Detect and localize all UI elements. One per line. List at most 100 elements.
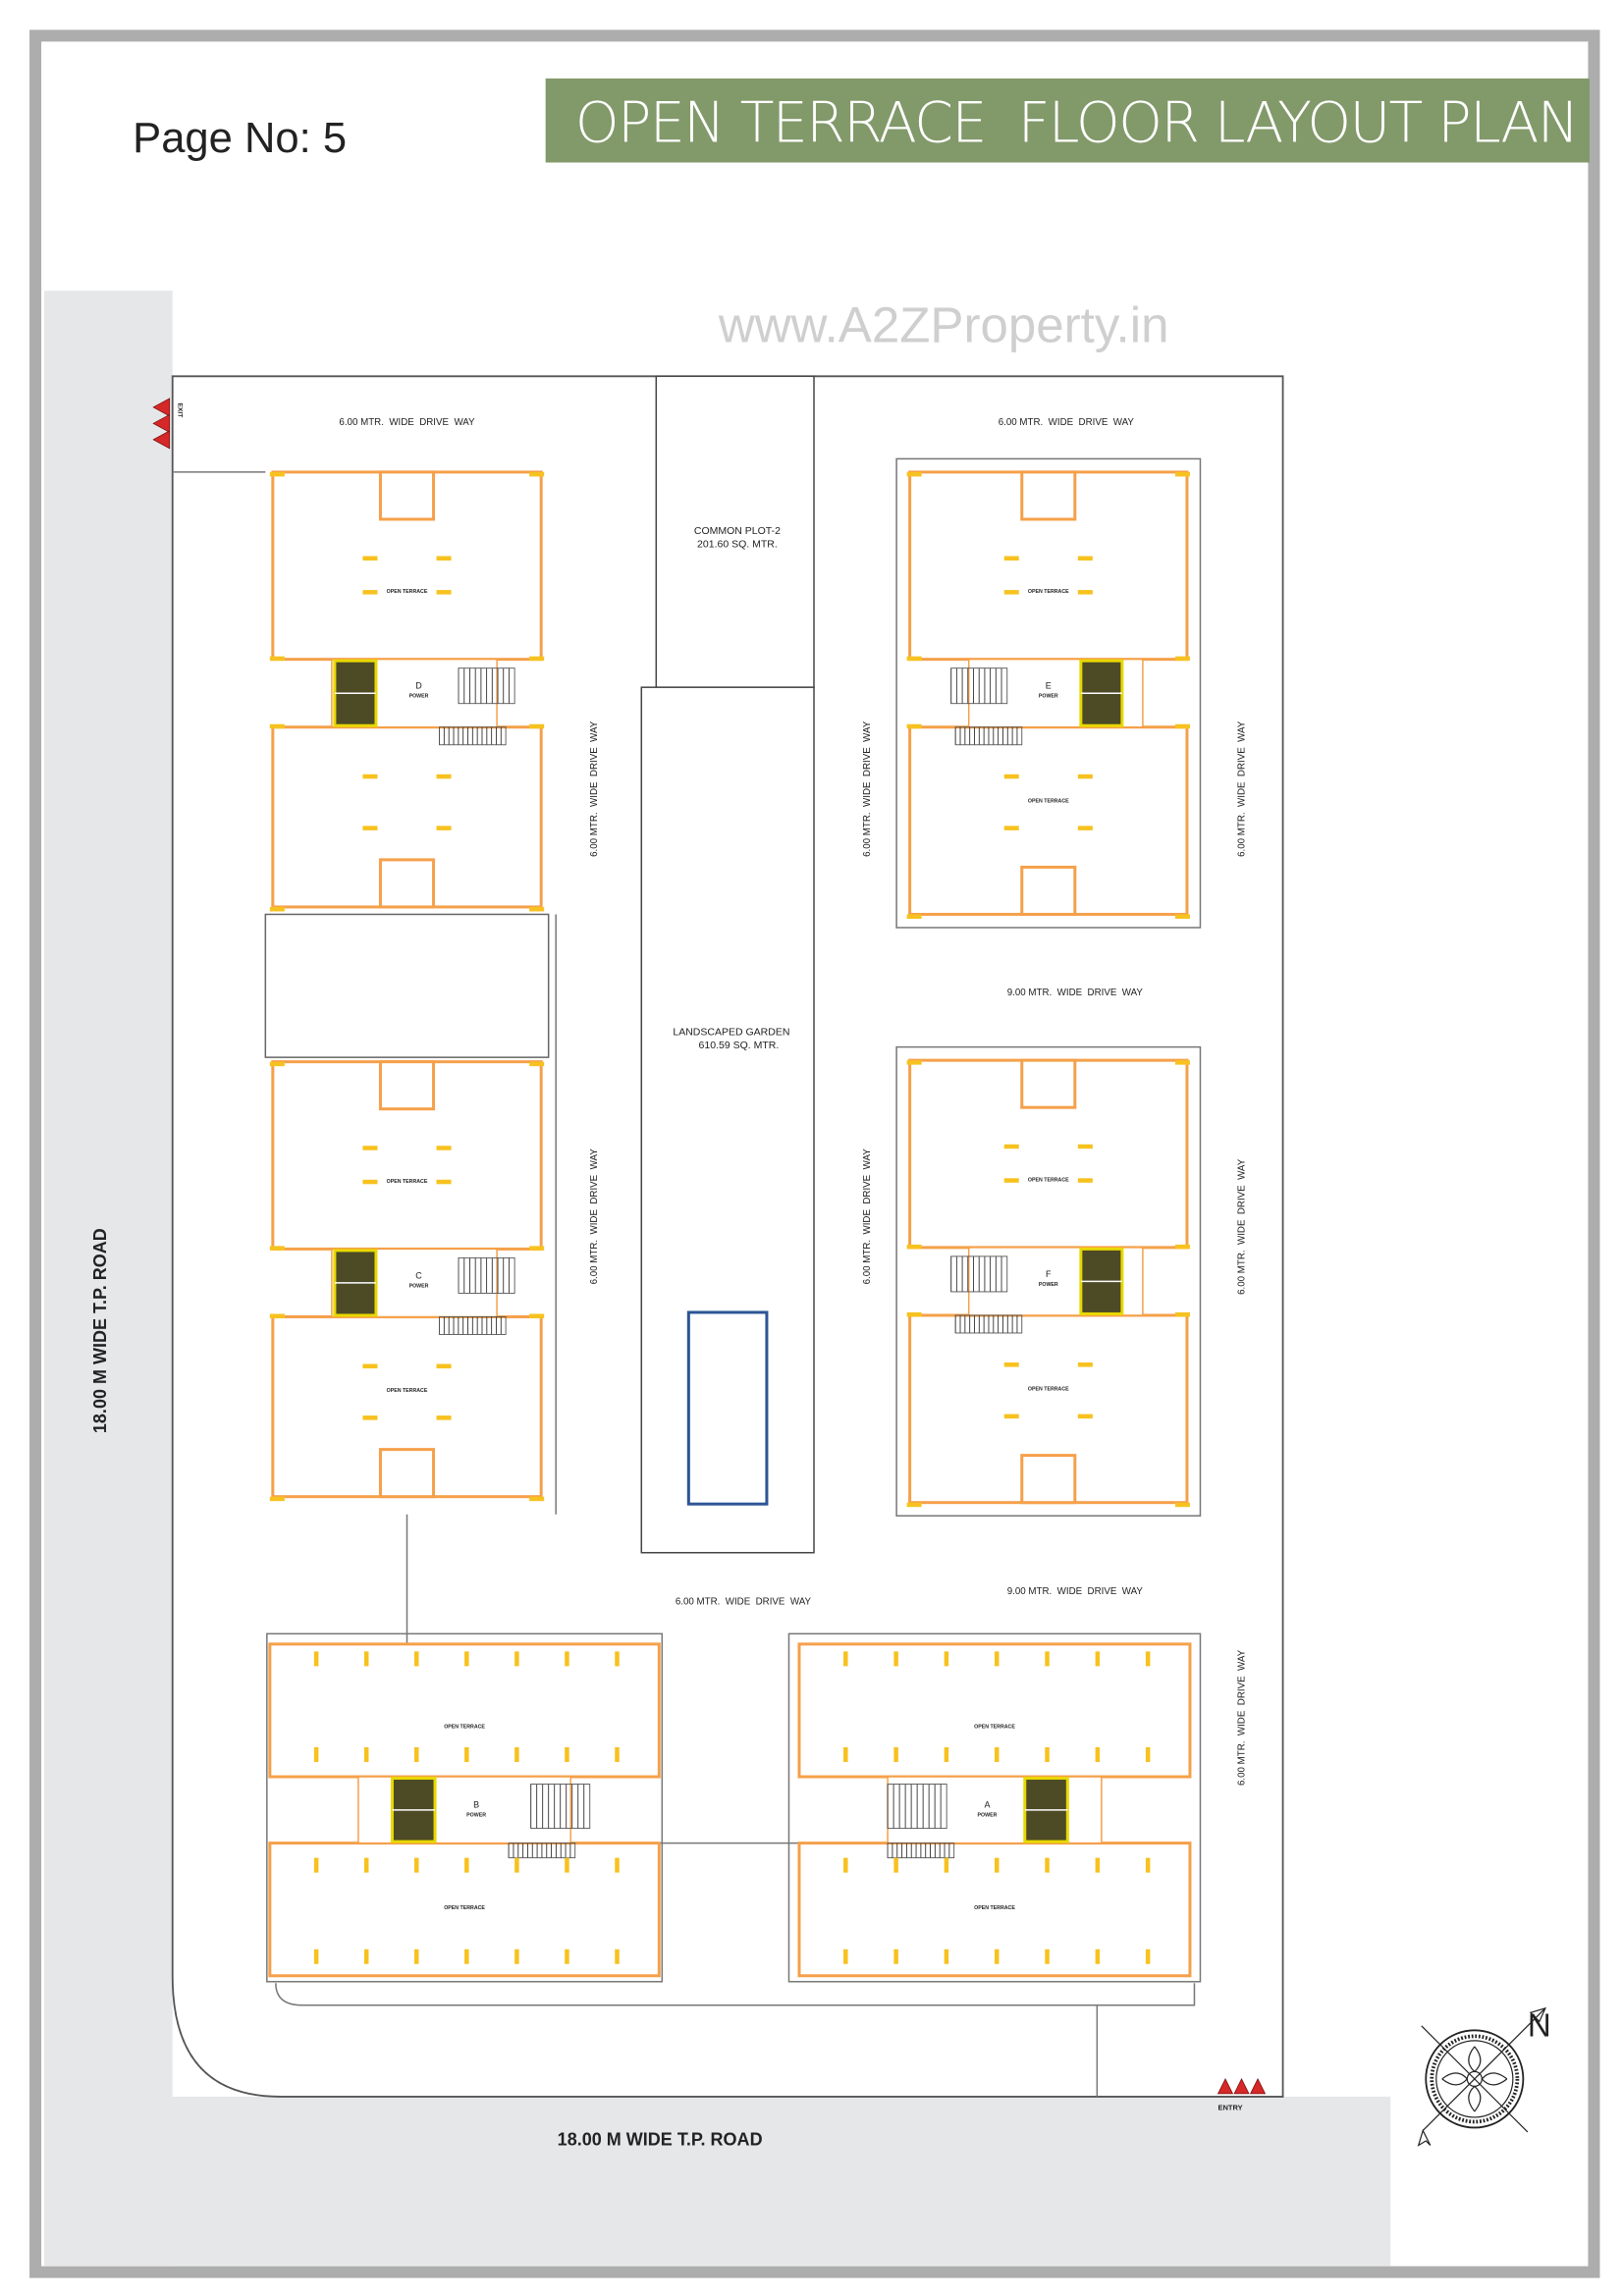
garden-area: 610.59 SQ. MTR. (699, 1040, 780, 1051)
column (615, 1949, 620, 1964)
column (1077, 1362, 1093, 1367)
power-label: POWER (409, 694, 429, 700)
power-label: POWER (409, 1283, 429, 1289)
column (269, 1246, 285, 1251)
column (944, 1746, 949, 1763)
driveway-label: 9.00 MTR. WIDE DRIVE WAY (1007, 988, 1144, 998)
column (529, 1246, 545, 1251)
building-letter: A (984, 1800, 990, 1810)
column (363, 1857, 369, 1873)
exit-marker: EXIT (152, 398, 184, 450)
core (357, 1776, 571, 1844)
column (1003, 556, 1019, 561)
terrace-label: OPEN TERRACE (1028, 1177, 1069, 1183)
building-d: OPEN TERRACE D POWER (269, 470, 545, 912)
column (1077, 1414, 1093, 1419)
column (414, 1949, 419, 1964)
column (843, 1857, 848, 1873)
column (414, 1857, 419, 1873)
terrace-label: OPEN TERRACE (444, 1905, 485, 1911)
staircase (950, 667, 1008, 705)
column (893, 1949, 898, 1964)
left-road-label: 18.00 M WIDE T.P. ROAD (90, 1228, 110, 1433)
power-label: POWER (1039, 1282, 1058, 1288)
column (906, 723, 922, 729)
column (906, 1311, 922, 1317)
building-letter: C (415, 1270, 422, 1280)
column (1077, 590, 1093, 595)
internal-road-edges (172, 471, 1196, 2097)
column (436, 1363, 452, 1369)
connector-block (264, 913, 550, 1058)
staircase (954, 1314, 1023, 1334)
column (529, 1061, 545, 1067)
column (313, 1949, 319, 1964)
building-letter: B (473, 1800, 479, 1810)
plot-b-boundary (266, 1632, 664, 1983)
column (893, 1746, 898, 1763)
north-arrow-compass-icon (1417, 2006, 1546, 2147)
title-banner (545, 78, 1590, 163)
column (1174, 1060, 1190, 1065)
notch-wall (1020, 470, 1077, 521)
driveway-label: 6.00 MTR. WIDE DRIVE WAY (862, 1148, 873, 1285)
column (906, 1502, 922, 1508)
power-label: POWER (1039, 694, 1058, 700)
entry-label: ENTRY (1218, 2103, 1243, 2111)
column (1174, 1311, 1190, 1317)
column (906, 914, 922, 919)
column (1145, 1949, 1151, 1964)
notch-wall (378, 858, 436, 909)
column (313, 1746, 319, 1763)
column (843, 1949, 848, 1964)
column (1145, 1857, 1151, 1873)
column (1095, 1746, 1101, 1763)
column (1077, 826, 1093, 830)
driveway-label: 6.00 MTR. WIDE DRIVE WAY (339, 417, 475, 428)
column (514, 1949, 519, 1964)
notch-wall (378, 470, 436, 521)
column (362, 1363, 378, 1369)
plot-e-boundary (895, 457, 1202, 929)
column (944, 1857, 949, 1873)
column (615, 1857, 620, 1873)
column (565, 1746, 569, 1763)
column (269, 1313, 285, 1318)
column (1077, 1178, 1093, 1183)
driveway-label: 6.00 MTR. WIDE DRIVE WAY (1237, 1158, 1248, 1295)
column (1145, 1651, 1151, 1667)
column (313, 1651, 319, 1667)
staircase (439, 1316, 507, 1335)
column (1045, 1857, 1050, 1873)
bottom-road (44, 2096, 1391, 2267)
column (436, 556, 452, 561)
staircase (950, 1255, 1008, 1293)
column (1003, 590, 1019, 595)
column (1003, 1362, 1019, 1367)
column (906, 471, 922, 477)
building-letter: D (415, 681, 422, 691)
column (1045, 1949, 1050, 1964)
column (1045, 1651, 1050, 1667)
terrace-label: OPEN TERRACE (974, 1905, 1015, 1911)
power-label: POWER (466, 1813, 486, 1819)
terrace-label: OPEN TERRACE (387, 589, 428, 595)
terrace-label: OPEN TERRACE (1028, 798, 1069, 804)
column (436, 774, 452, 779)
column (514, 1857, 519, 1873)
staircase (887, 1842, 955, 1859)
column (906, 1244, 922, 1250)
terrace-label: OPEN TERRACE (444, 1724, 485, 1730)
column (906, 656, 922, 662)
column (565, 1651, 569, 1667)
terrace-label: OPEN TERRACE (387, 1179, 428, 1185)
garden-name: LANDSCAPED GARDEN (673, 1027, 789, 1039)
column (436, 1146, 452, 1150)
column (615, 1651, 620, 1667)
staircase (458, 1256, 515, 1294)
driveway-label: 6.00 MTR. WIDE DRIVE WAY (1237, 721, 1248, 857)
driveway-label: 6.00 MTR. WIDE DRIVE WAY (589, 721, 600, 857)
column (464, 1949, 469, 1964)
column (1174, 1502, 1190, 1508)
